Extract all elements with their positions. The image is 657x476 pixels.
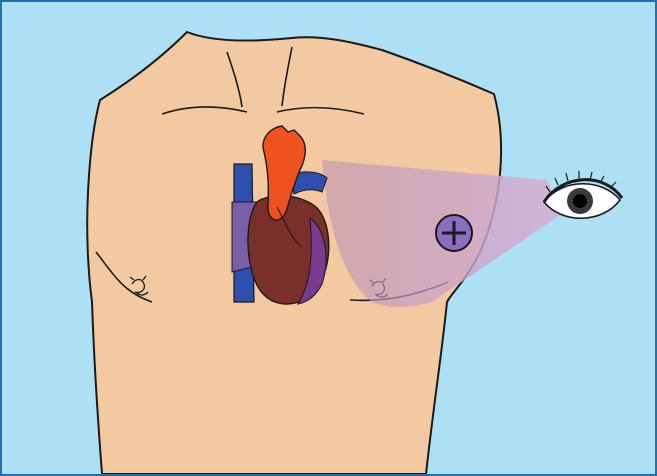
eye-icon [544,171,622,218]
plus-electrode-icon [436,215,472,251]
